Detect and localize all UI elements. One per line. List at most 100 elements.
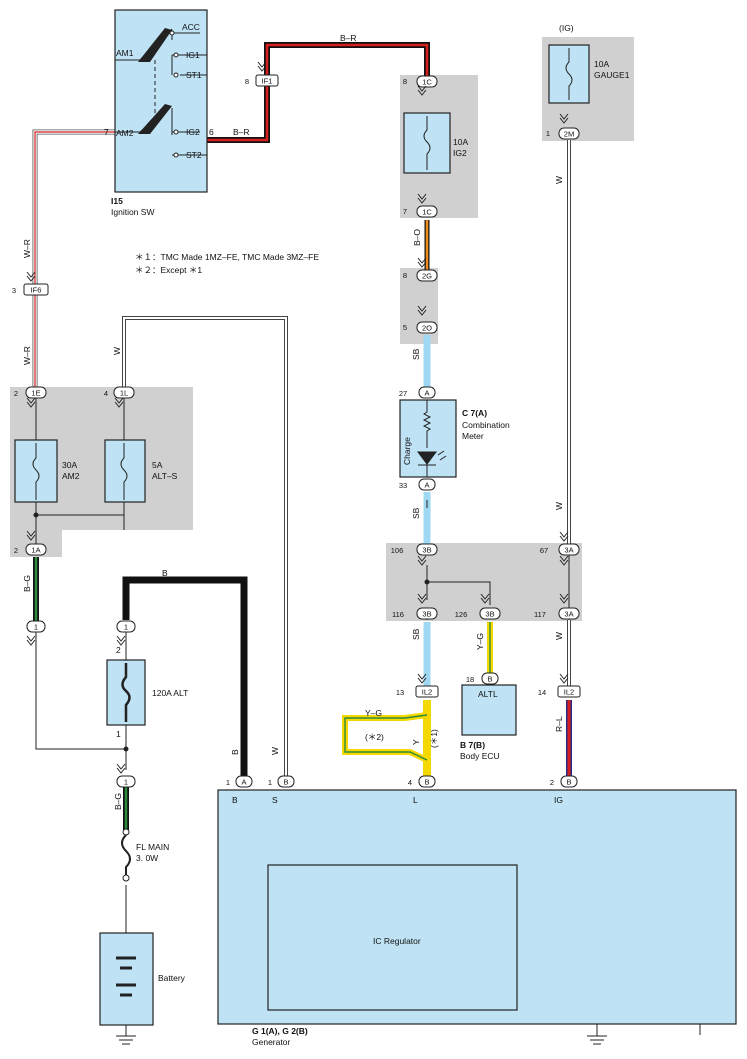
svg-text:A: A bbox=[241, 778, 246, 787]
pin-alt-fuse-bot: 1 bbox=[116, 729, 121, 739]
connector-2o: 2O bbox=[416, 321, 438, 334]
wire-w-r bbox=[32, 129, 115, 392]
svg-text:3B: 3B bbox=[422, 546, 431, 555]
svg-text:1: 1 bbox=[34, 623, 38, 632]
wire-label-wr-top: W–R bbox=[22, 239, 32, 258]
svg-text:2M: 2M bbox=[564, 130, 574, 139]
fuse-gauge1-name: GAUGE1 bbox=[594, 70, 630, 80]
pin-1l: 4 bbox=[104, 389, 108, 398]
sw-label-st1: ST1 bbox=[186, 70, 202, 80]
generator-id: G 1(A), G 2(B) bbox=[252, 1026, 308, 1036]
wire-label-w-gauge-1: W bbox=[554, 176, 564, 184]
sw-contact-ig1 bbox=[173, 52, 179, 58]
wire-b-r bbox=[200, 42, 430, 143]
sw-pin-ig2: 6 bbox=[209, 127, 214, 137]
fl-main-line2: 3. 0W bbox=[136, 853, 158, 863]
svg-text:B: B bbox=[487, 675, 492, 684]
sw-label-am1: AM1 bbox=[116, 48, 134, 58]
connector-il2-left: IL2 bbox=[415, 685, 439, 698]
sw-label-am2: AM2 bbox=[116, 128, 134, 138]
wire-label-sb-1: SB bbox=[411, 348, 421, 360]
pin-2g: 8 bbox=[403, 271, 407, 280]
wire-label-yg-ecu: Y–G bbox=[475, 633, 485, 650]
connector-if6: IF6 bbox=[23, 283, 49, 296]
svg-text:1L: 1L bbox=[120, 389, 128, 398]
wire-label-star2: (＊2) bbox=[365, 732, 384, 742]
pin-2o: 5 bbox=[403, 323, 407, 332]
ic-regulator-label: IC Regulator bbox=[373, 936, 421, 946]
pin-alt-fuse-top: 2 bbox=[116, 645, 121, 655]
wire-b-thick bbox=[122, 576, 248, 782]
svg-text:A: A bbox=[424, 389, 429, 398]
ignition-switch-lever-am2 bbox=[138, 104, 172, 134]
fuse-alt-label: 120A ALT bbox=[152, 688, 188, 698]
wire-label-br-top: B–R bbox=[340, 33, 357, 43]
pin-il2-left: 13 bbox=[396, 688, 404, 697]
svg-text:1: 1 bbox=[124, 778, 128, 787]
fuse-alts-name: ALT–S bbox=[152, 471, 178, 481]
gen-terminal-s: S bbox=[272, 795, 278, 805]
fusible-link-fl-main bbox=[121, 828, 131, 882]
combination-meter-id: C 7(A) bbox=[462, 408, 487, 418]
sw-contact-st1 bbox=[173, 72, 179, 78]
connector-1-alt-top: 1 bbox=[116, 620, 136, 633]
svg-text:2O: 2O bbox=[422, 324, 432, 333]
wire-y bbox=[342, 700, 431, 780]
pin-if6: 3 bbox=[12, 286, 16, 295]
pin-1e: 2 bbox=[14, 389, 18, 398]
connector-gen-s: B bbox=[277, 775, 295, 788]
generator-name: Generator bbox=[252, 1037, 290, 1047]
wire-b-g bbox=[33, 557, 129, 830]
pin-1c-bot: 7 bbox=[403, 207, 407, 216]
battery-name: Battery bbox=[158, 973, 186, 983]
wire-label-y: Y bbox=[411, 739, 421, 745]
svg-text:1E: 1E bbox=[31, 389, 40, 398]
wire-label-bg-2: B–G bbox=[113, 793, 123, 810]
connector-1e: 1E bbox=[25, 386, 47, 399]
wire-label-sb-2: SB bbox=[411, 507, 421, 519]
wire-label-b-top: B bbox=[162, 568, 168, 578]
svg-text:3B: 3B bbox=[422, 610, 431, 619]
fuse-alts-rating: 5A bbox=[152, 460, 163, 470]
ground-icon bbox=[116, 1024, 607, 1045]
gen-terminal-b: B bbox=[232, 795, 238, 805]
svg-text:3A: 3A bbox=[564, 546, 573, 555]
wire-label-wr-bot: W–R bbox=[22, 346, 32, 365]
sw-label-ig1: IG1 bbox=[186, 50, 200, 60]
svg-text:IF1: IF1 bbox=[262, 77, 273, 86]
wire-label-w-gauge-3: W bbox=[554, 632, 564, 640]
connector-2g: 2G bbox=[416, 269, 438, 282]
fuse-ig2 bbox=[403, 112, 451, 174]
wire-label-rl: R–L bbox=[554, 716, 564, 732]
pin-gen-a: 1 bbox=[226, 778, 230, 787]
wire-label-w-gen: W bbox=[270, 747, 280, 755]
combination-meter-box bbox=[399, 399, 457, 478]
svg-text:1C: 1C bbox=[422, 208, 432, 217]
fuse-gauge1-rating: 10A bbox=[594, 59, 609, 69]
connector-3b-right: 3B bbox=[479, 607, 501, 620]
wire-label-b-gen: B bbox=[230, 749, 240, 755]
svg-text:1: 1 bbox=[124, 623, 128, 632]
gen-terminal-l: L bbox=[413, 795, 418, 805]
combination-meter-line1: Combination bbox=[462, 420, 510, 430]
connector-3a-top: 3A bbox=[558, 543, 580, 556]
connector-3b-left: 3B bbox=[416, 607, 438, 620]
battery-box bbox=[99, 932, 154, 1026]
connector-gen-a: A bbox=[235, 775, 253, 788]
charge-label: Charge bbox=[402, 437, 412, 465]
svg-text:1C: 1C bbox=[422, 78, 432, 87]
connector-1a: 1A bbox=[25, 543, 47, 556]
svg-text:A: A bbox=[424, 481, 429, 490]
body-ecu-terminal: ALTL bbox=[478, 689, 498, 699]
pin-gen-s: 1 bbox=[268, 778, 272, 787]
connector-3b-top: 3B bbox=[416, 543, 438, 556]
svg-text:3B: 3B bbox=[485, 610, 494, 619]
footnote-2: ＊２：Except ＊1 bbox=[135, 265, 202, 275]
svg-text:1A: 1A bbox=[31, 546, 40, 555]
pin-meter-bot: 33 bbox=[399, 481, 407, 490]
ic-regulator-box bbox=[267, 864, 518, 1011]
pin-3b-top: 106 bbox=[391, 546, 404, 555]
wire-label-br-ig2: B–R bbox=[233, 127, 250, 137]
connector-gen-l: B bbox=[418, 775, 436, 788]
